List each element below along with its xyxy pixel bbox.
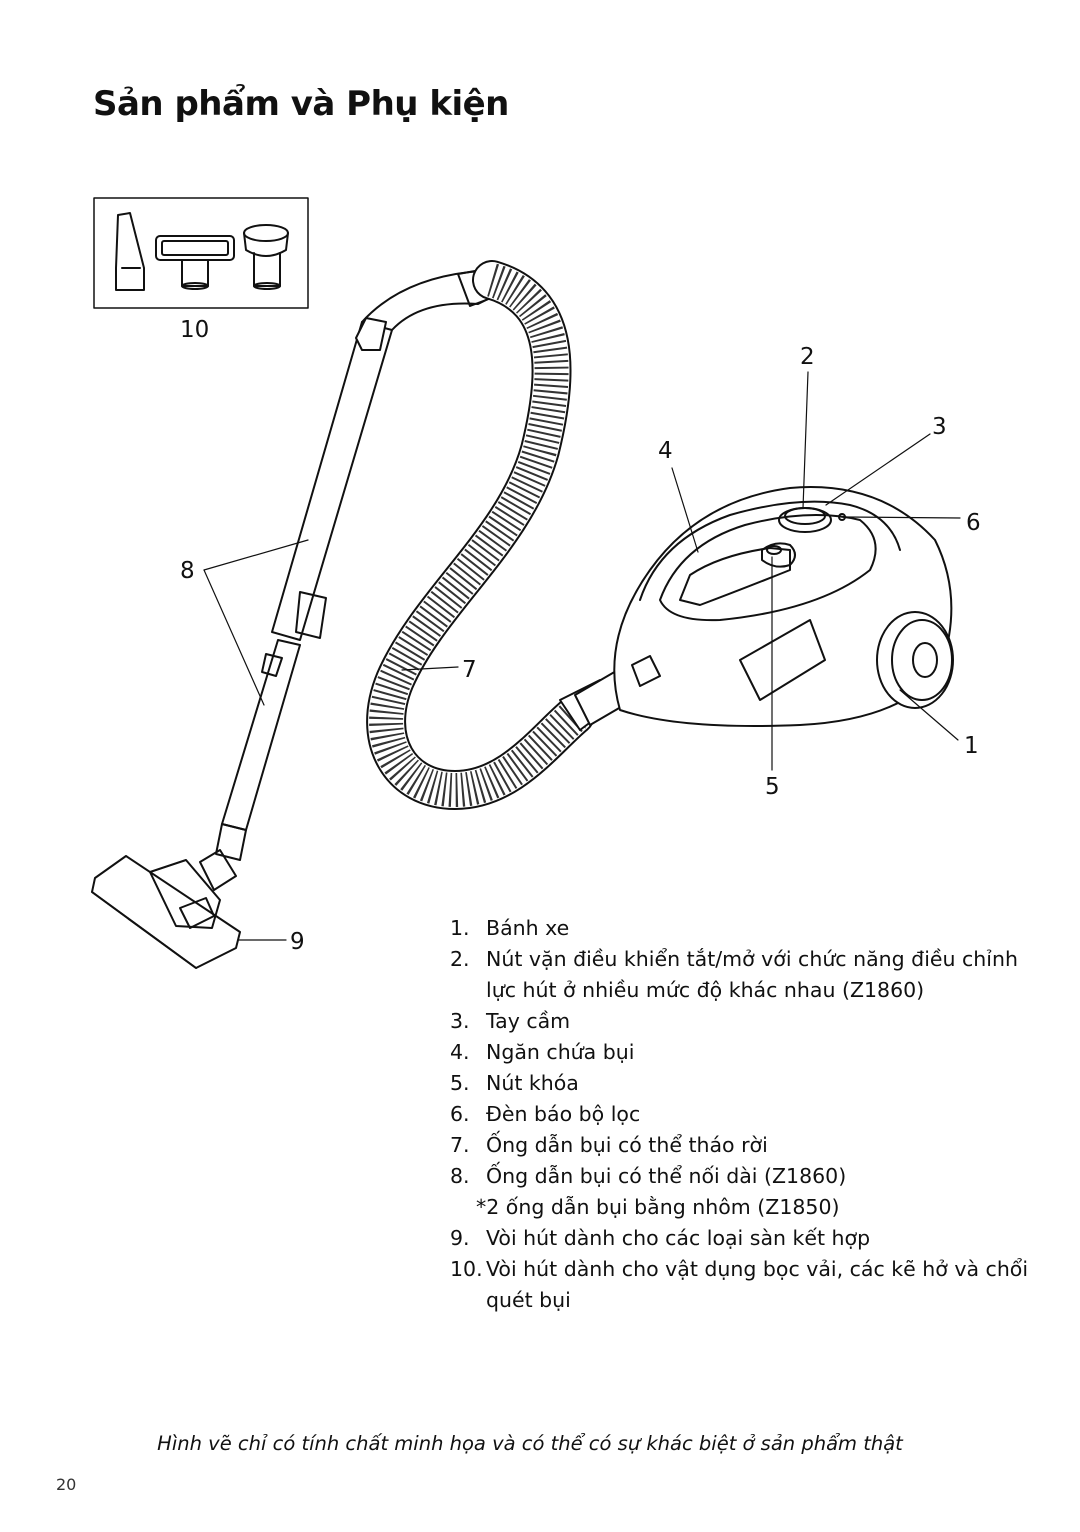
- list-item-number: 10.: [450, 1257, 483, 1281]
- list-item-number: 7.: [450, 1133, 470, 1157]
- list-item: 8. Ống dẫn bụi có thể nối dài (Z1860) *2…: [450, 1161, 1050, 1223]
- list-item-text: Ống dẫn bụi có thể tháo rời: [486, 1133, 768, 1157]
- callout-2: 2: [800, 344, 815, 370]
- list-item-text: Nút khóa: [486, 1071, 579, 1095]
- list-item-number: 8.: [450, 1164, 470, 1188]
- callout-1: 1: [964, 733, 979, 759]
- illustration-disclaimer: Hình vẽ chỉ có tính chất minh họa và có …: [157, 1432, 903, 1455]
- callout-9: 9: [290, 929, 305, 955]
- list-item-text: Đèn báo bộ lọc: [486, 1102, 641, 1126]
- list-item: 6. Đèn báo bộ lọc: [450, 1099, 1050, 1130]
- list-item-number: 2.: [450, 947, 470, 971]
- list-item-number: 4.: [450, 1040, 470, 1064]
- callout-10: 10: [180, 317, 209, 343]
- list-item-text: Ống dẫn bụi có thể nối dài (Z1860) *2 ốn…: [476, 1161, 1050, 1223]
- list-item: 10. Vòi hút dành cho vật dụng bọc vải, c…: [450, 1254, 1050, 1316]
- page-title: Sản phẩm và Phụ kiện: [93, 84, 509, 124]
- list-item-number: 1.: [450, 916, 470, 940]
- list-item-text: Ngăn chứa bụi: [486, 1040, 635, 1064]
- list-item: 5. Nút khóa: [450, 1068, 1050, 1099]
- cleaner-body-illustration: [559, 486, 954, 731]
- list-item: 7. Ống dẫn bụi có thể tháo rời: [450, 1130, 1050, 1161]
- callout-7: 7: [462, 657, 477, 683]
- callout-6: 6: [966, 510, 981, 536]
- list-item-text: Vòi hút dành cho các loại sàn kết hợp: [486, 1226, 871, 1250]
- parts-list: 1. Bánh xe 2. Nút vặn điều khiển tắt/mở …: [450, 913, 1050, 1316]
- list-item-number: 6.: [450, 1102, 470, 1126]
- hose-illustration: [366, 260, 595, 810]
- list-item-text: Vòi hút dành cho vật dụng bọc vải, các k…: [486, 1257, 1029, 1312]
- list-item-text: Nút vặn điều khiển tắt/mở với chức năng …: [486, 947, 1018, 1002]
- accessories-illustration: [93, 197, 309, 309]
- list-item: 2. Nút vặn điều khiển tắt/mở với chức nă…: [450, 944, 1050, 1006]
- vacuum-cleaner-diagram: 1 2 3 4 5 6 7 8 9 10: [91, 197, 981, 969]
- callout-5: 5: [765, 774, 780, 800]
- list-item-number: 9.: [450, 1226, 470, 1250]
- list-item: 1. Bánh xe: [450, 913, 1050, 944]
- callout-8: 8: [180, 558, 195, 584]
- list-item-number: 5.: [450, 1071, 470, 1095]
- list-item-text: Tay cầm: [486, 1009, 571, 1033]
- list-item: 3. Tay cầm: [450, 1006, 1050, 1037]
- page-number: 20: [56, 1475, 77, 1494]
- callout-4: 4: [658, 438, 673, 464]
- floor-nozzle-illustration: [91, 849, 241, 969]
- leader-lines: [203, 371, 961, 941]
- list-item-text: Bánh xe: [486, 916, 570, 940]
- list-item-number: 3.: [450, 1009, 470, 1033]
- list-item: 4. Ngăn chứa bụi: [450, 1037, 1050, 1068]
- list-item: 9. Vòi hút dành cho các loại sàn kết hợp: [450, 1223, 1050, 1254]
- callout-3: 3: [932, 414, 947, 440]
- list-item-note: *2 ống dẫn bụi bằng nhôm (Z1850): [476, 1195, 840, 1219]
- list-item-main-text: Ống dẫn bụi có thể nối dài (Z1860): [486, 1164, 847, 1188]
